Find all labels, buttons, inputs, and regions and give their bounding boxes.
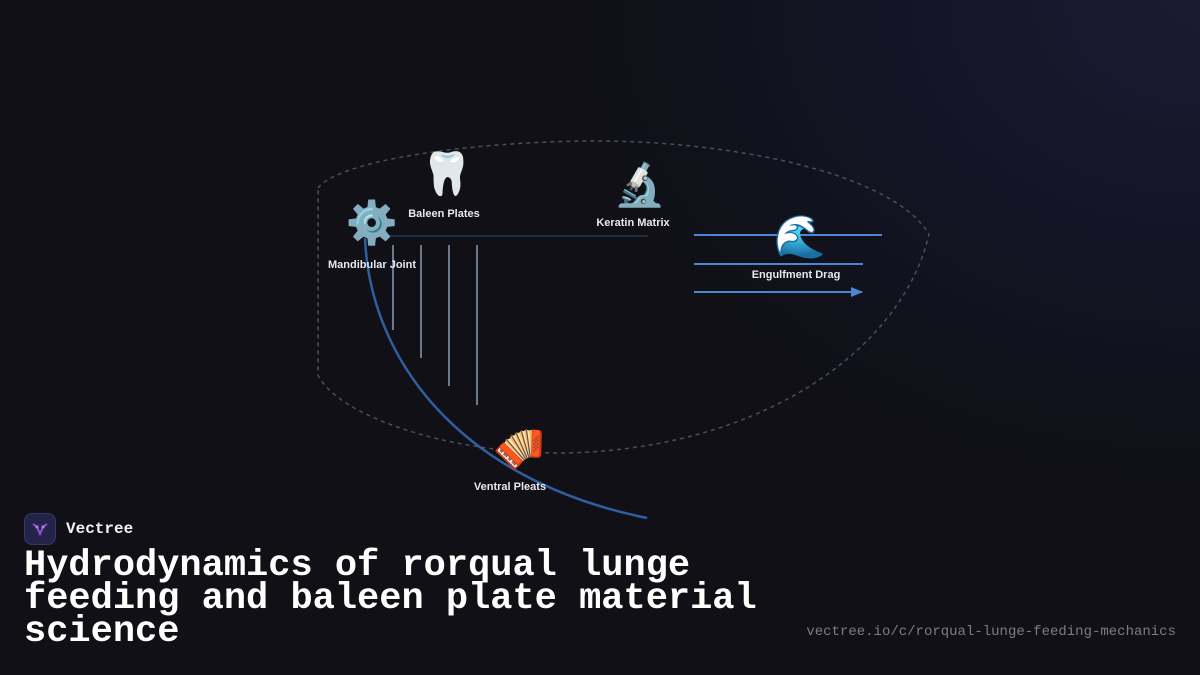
lower-jaw-curve [363,237,648,520]
node-ventral-pleats: 🪗 Ventral Pleats [474,423,546,493]
microscope-icon: 🔬 [614,159,666,209]
node-label: Baleen Plates [408,208,480,220]
tooth-icon: 🦷 [421,149,473,198]
vectree-logo-icon [24,513,56,545]
node-baleen-plates: 🦷 Baleen Plates [408,149,480,220]
brand: Vectree [24,512,133,546]
node-label: Engulfment Drag [752,269,841,281]
node-label: Mandibular Joint [328,259,416,271]
source-url: vectree.io/c/rorqual-lunge-feeding-mecha… [806,624,1176,640]
node-label: Ventral Pleats [474,481,546,493]
accordion-icon: 🪗 [493,423,545,472]
gear-icon: ⚙️ [346,198,398,247]
wave-icon: 🌊 [774,212,826,261]
brand-name: Vectree [66,520,134,538]
node-engulfment-drag: 🌊 Engulfment Drag [752,212,841,281]
mouth-cavity-outline [317,140,930,454]
page-title: Hydrodynamics of rorqual lunge feeding a… [24,545,757,653]
node-label: Keratin Matrix [596,217,670,229]
node-mandibular-joint: ⚙️ Mandibular Joint [328,198,416,271]
node-keratin-matrix: 🔬 Keratin Matrix [596,159,670,229]
